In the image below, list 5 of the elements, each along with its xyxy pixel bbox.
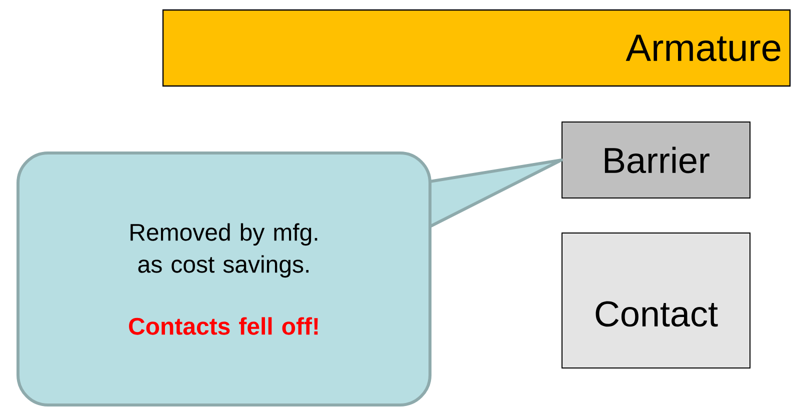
armature-bar: Armature <box>162 9 791 87</box>
barrier-box: Barrier <box>562 122 750 198</box>
contact-box: Contact <box>562 232 750 368</box>
callout-bubble: Removed by mfg. as cost savings. Contacts fell off! <box>16 152 432 406</box>
callout-tail <box>428 158 563 228</box>
